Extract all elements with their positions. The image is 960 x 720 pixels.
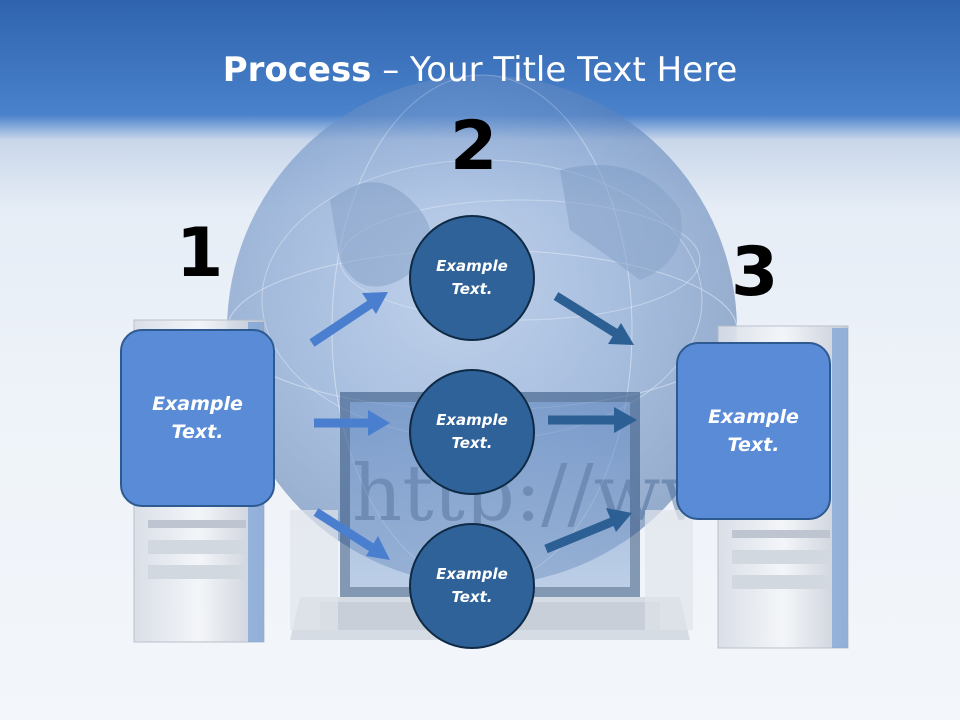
right-speaker-illustration (645, 510, 693, 630)
step-number-1: 1 (176, 214, 224, 293)
circle-bottom: Example Text. (409, 523, 535, 649)
arrow-left-to-middle (314, 410, 390, 436)
arrow-middle-to-right (548, 407, 637, 433)
arrow-top-to-right (553, 292, 634, 345)
arrow-bottom-to-right (544, 508, 632, 554)
circle-middle: Example Text. (409, 369, 535, 495)
step-number-3: 3 (731, 233, 779, 312)
left-text-box: Example Text. (120, 329, 275, 507)
circle-top: Example Text. (409, 215, 535, 341)
title-bold: Process (222, 50, 372, 90)
arrow-left-to-top (309, 292, 388, 347)
right-text-box: Example Text. (676, 342, 831, 520)
arrow-left-to-bottom (313, 508, 390, 560)
slide-title: Process – Your Title Text Here (0, 50, 960, 90)
left-speaker-illustration (290, 510, 338, 630)
title-rest: – Your Title Text Here (371, 50, 738, 90)
step-number-2: 2 (450, 107, 498, 186)
